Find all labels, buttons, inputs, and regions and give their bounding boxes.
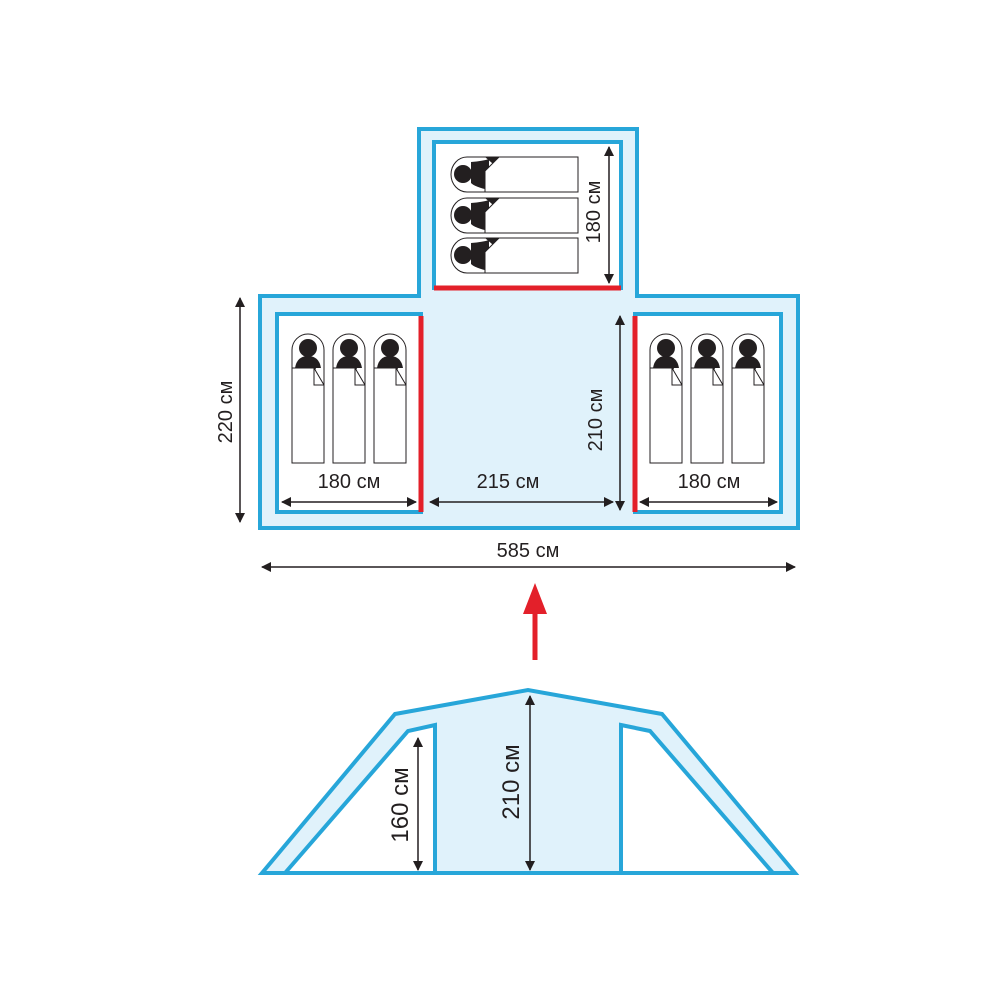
- sleeping-bag-icon: [690, 333, 724, 464]
- sleeping-bag-icon: [450, 237, 579, 274]
- vestibule-depth-label: 210 см: [585, 389, 607, 452]
- total-width-label: 585 см: [497, 540, 560, 562]
- vestibule-width-label: 215 см: [477, 471, 540, 493]
- sleeping-bag-icon: [450, 197, 579, 234]
- right-width-label: 180 см: [678, 471, 741, 493]
- sleeping-bag-icon: [373, 333, 407, 464]
- floor-plan: 220 см 180 см 215 см 210 см 180 см 180 с…: [215, 127, 800, 572]
- sleeping-bag-icon: [291, 333, 325, 464]
- depth-label: 220 см: [215, 381, 237, 444]
- side-height-label: 160 см: [387, 767, 414, 842]
- sleeping-bag-icon: [332, 333, 366, 464]
- center-height-label: 210 см: [498, 744, 525, 819]
- front-elevation: 160 см 210 см: [257, 687, 800, 875]
- sleeping-bag-icon: [731, 333, 765, 464]
- right-side-window: [619, 722, 778, 875]
- sleeping-bag-icon: [450, 156, 579, 193]
- direction-arrow-icon: [523, 583, 547, 660]
- sleeping-bag-icon: [649, 333, 683, 464]
- left-width-label: 180 см: [318, 471, 381, 493]
- top-width-label: 180 см: [583, 181, 605, 244]
